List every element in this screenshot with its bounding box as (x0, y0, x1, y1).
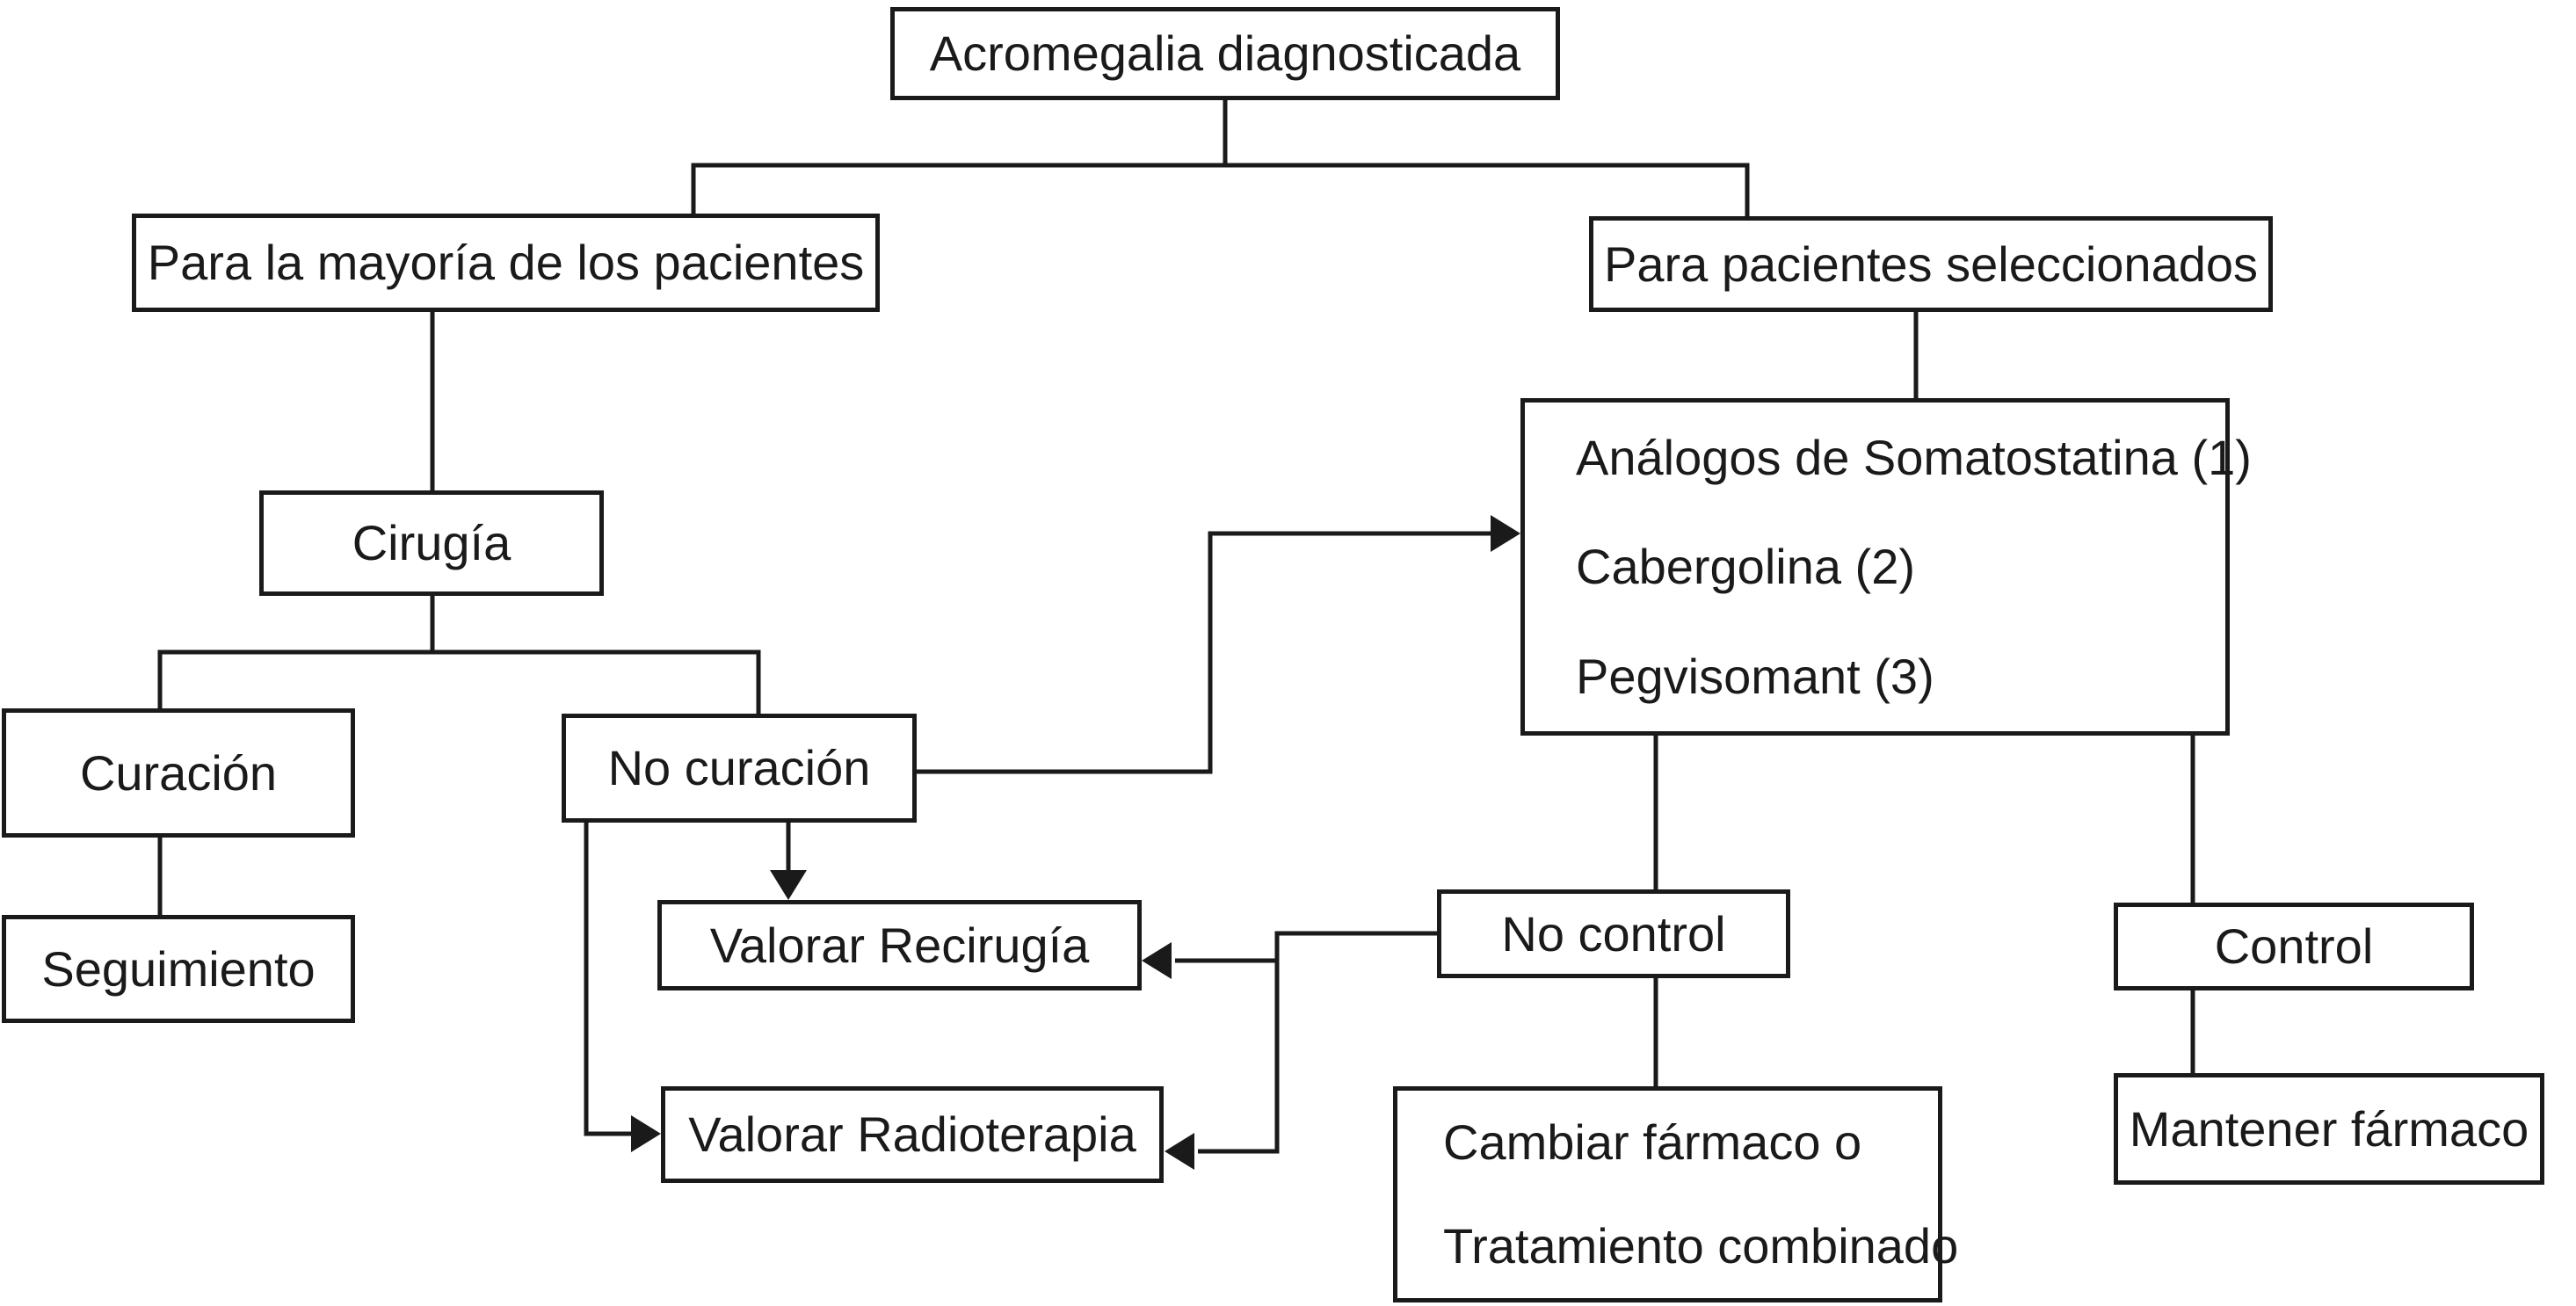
arrowhead-into-farmacos (1491, 515, 1520, 552)
node-cirugia: Cirugía (259, 490, 604, 596)
node-para-la-mayoria: Para la mayoría de los pacientes (132, 214, 880, 312)
node-acromegalia-diagnosticada: Acromegalia diagnosticada (890, 7, 1560, 100)
node-label: No control (1501, 905, 1726, 961)
edge-nocuracion-radioterapia (584, 822, 632, 1136)
node-label: Valorar Radioterapia (688, 1106, 1136, 1163)
node-seguimiento: Seguimiento (2, 915, 355, 1023)
node-control: Control (2114, 903, 2474, 990)
node-label-line: Análogos de Somatostatina (1) (1576, 429, 2252, 485)
node-cambiar-farmaco: Cambiar fármaco o Tratamiento combinado (1393, 1086, 1958, 1302)
node-label: Seguimiento (41, 940, 316, 997)
node-curacion: Curación (2, 708, 355, 838)
node-label-line: Tratamiento combinado (1443, 1218, 1959, 1274)
edge-nocuracion-farmacos (917, 531, 1492, 774)
node-label: Acromegalia diagnosticada (929, 25, 1521, 82)
node-label: Para la mayoría de los pacientes (147, 235, 865, 291)
node-label: Cirugía (352, 515, 512, 571)
arrowhead-into-radioterapia-left (631, 1115, 661, 1152)
node-label: Mantener fármaco (2129, 1100, 2529, 1157)
edge-acromegalia-split (691, 100, 1750, 216)
node-label: Control (2214, 918, 2374, 975)
node-para-pacientes-seleccionados: Para pacientes seleccionados (1589, 216, 2273, 312)
node-mantener-farmaco: Mantener fármaco (2114, 1073, 2544, 1185)
node-farmacos: Análogos de Somatostatina (1) Cabergolin… (1520, 398, 2252, 736)
node-no-curacion: No curación (562, 714, 917, 823)
node-no-control: No control (1437, 889, 1790, 978)
edge-nocontrol-valorar (1175, 931, 1437, 1154)
node-label-line: Cambiar fármaco o (1443, 1114, 1862, 1171)
arrowhead-into-recirugia-right (1142, 942, 1172, 979)
edge-cirugia-split (157, 596, 761, 714)
node-label-line: Cabergolina (2) (1576, 539, 1915, 595)
node-valorar-recirugia: Valorar Recirugía (657, 900, 1142, 990)
node-label: Curación (79, 744, 278, 801)
node-label: Para pacientes seleccionados (1603, 236, 2259, 292)
node-label: Valorar Recirugía (709, 917, 1090, 973)
arrowhead-into-recirugia-top (770, 870, 807, 900)
arrowhead-into-radioterapia-right (1165, 1133, 1194, 1170)
node-label-line: Pegvisomant (3) (1576, 648, 1934, 704)
node-label: No curación (607, 740, 871, 796)
node-valorar-radioterapia: Valorar Radioterapia (661, 1086, 1164, 1183)
